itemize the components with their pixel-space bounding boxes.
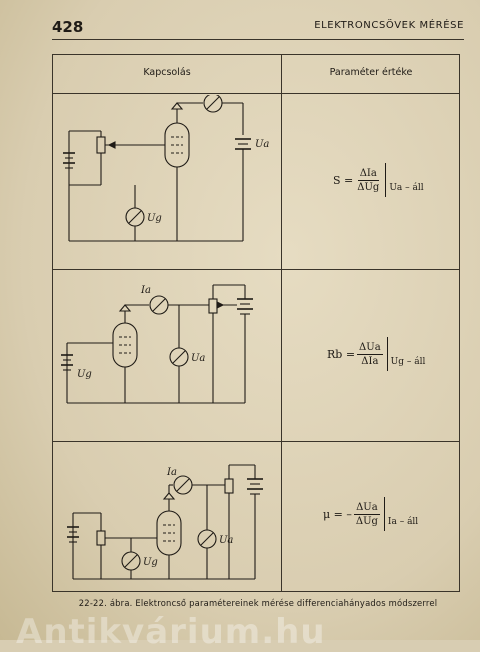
formula-lhs: Rb = (327, 347, 356, 361)
running-title: ELEKTRONCSÖVEK MÉRÉSE (314, 20, 464, 31)
label-grid-voltage: Ug (143, 557, 158, 568)
formula-numerator: ΔUa (354, 501, 380, 515)
formula-fraction: ΔUa ΔIa (357, 342, 383, 367)
column-divider (281, 55, 282, 591)
figure-caption: 22-22. ábra. Elektroncső paramétereinek … (78, 598, 438, 608)
formula-lhs: S = (333, 173, 354, 187)
formula-denominator: ΔUg (355, 515, 378, 527)
row-divider (53, 269, 459, 270)
formula-numerator: ΔIa (357, 167, 379, 181)
formula-numerator: ΔUa (357, 341, 383, 355)
formula-condition: Ua – áll (389, 183, 424, 193)
circuit-diagram-1: Ia Ug Ua (53, 85, 281, 267)
evaluation-bar (383, 497, 385, 531)
formula-condition: Ug – áll (390, 357, 426, 367)
circuit-diagram-3: Ia Ua Ug (53, 451, 281, 591)
label-anode-current: Ia (140, 285, 151, 296)
measurement-table: Kapcsolás Paraméter értéke (52, 54, 460, 592)
label-anode-current: Ia (166, 467, 177, 478)
header-rule (52, 39, 464, 40)
label-anode-voltage: Ua (255, 139, 269, 150)
formula-amplification-factor: μ = – ΔUa ΔUg Ia – áll (281, 441, 461, 591)
evaluation-bar (386, 337, 388, 371)
label-grid-voltage: Ug (147, 213, 162, 224)
evaluation-bar (385, 163, 387, 197)
formula-internal-resistance: Rb = ΔUa ΔIa Ug – áll (281, 269, 461, 441)
formula-denominator: ΔIa (361, 355, 379, 367)
label-anode-current: Ia (184, 95, 195, 96)
formula-condition: Ia – áll (387, 517, 419, 527)
label-anode-voltage: Ua (191, 353, 205, 364)
formula-lhs: μ = – (323, 507, 352, 521)
formula-fraction: ΔIa ΔUg (355, 168, 381, 193)
label-grid-voltage: Ug (77, 369, 92, 380)
column-header-circuit: Kapcsolás (143, 67, 191, 78)
formula-transconductance: S = ΔIa ΔUg Ua – áll (281, 93, 461, 269)
table-header-row: Kapcsolás Paraméter értéke (53, 55, 459, 94)
formula-fraction: ΔUa ΔUg (354, 502, 380, 527)
page-number: 428 (52, 18, 84, 36)
watermark: Antikvárium.hu (16, 612, 326, 652)
column-header-parameter: Paraméter értéke (329, 67, 413, 78)
row-divider (53, 441, 459, 442)
circuit-diagram-2: Ia Ua Ug (53, 281, 281, 439)
label-anode-voltage: Ua (219, 535, 233, 546)
page-header: 428 ELEKTRONCSÖVEK MÉRÉSE (52, 18, 464, 38)
formula-denominator: ΔUg (357, 181, 380, 193)
